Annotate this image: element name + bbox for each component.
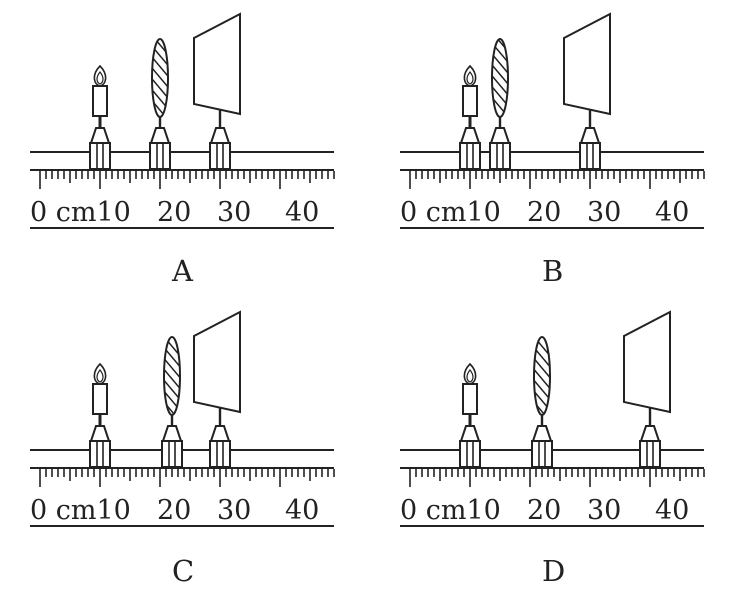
axis-tick-label-20: 20 [157,197,191,228]
lens-body [151,38,169,118]
axis-tick-label-0: 0 cm10 [30,197,131,228]
candle-holder [459,127,481,170]
ruler-ticks [409,469,705,487]
axis-tick-label-0: 0 cm10 [400,197,501,228]
flame-icon [463,362,477,385]
candle-body [462,383,478,415]
lens-holder [489,127,511,170]
light-screen [623,310,671,468]
panel-b: 0 cm10 20 30 40 B [400,12,705,288]
candle-holder [89,425,111,468]
axis-tick-label-20: 20 [527,197,561,228]
screen-plate [193,12,241,116]
flame-icon [93,64,107,87]
axis-tick-label-30: 30 [587,495,621,526]
lens-holder [161,425,183,468]
screen-holder [209,425,231,468]
axis-tick-label-20: 20 [157,495,191,526]
lens-holder [531,425,553,468]
panel-a: 0 cm10 20 30 40 A [30,12,335,288]
convex-lens [489,38,511,170]
axis-tick-label-0: 0 cm10 [400,495,501,526]
screen-holder [579,127,601,170]
axis-tick-label-30: 30 [587,197,621,228]
candle-holder [89,127,111,170]
ruler-ticks [39,171,335,189]
candle [89,362,111,468]
panel-label: A [171,254,194,288]
light-screen [193,310,241,468]
panel-label: B [542,254,563,288]
flame-icon [463,64,477,87]
axis-tick-label-30: 30 [217,495,251,526]
screen-plate [623,310,671,414]
convex-lens [149,38,171,170]
panel-label: C [172,554,194,588]
ruler-ticks [409,171,705,189]
axis-tick-label-40: 40 [285,495,319,526]
screen-holder [639,425,661,468]
axis-tick-label-20: 20 [527,495,561,526]
screen-plate [563,12,611,116]
convex-lens [161,336,183,468]
axis-tick-label-30: 30 [217,197,251,228]
light-screen [563,12,611,170]
panel-label: D [542,554,565,588]
screen-plate [193,310,241,414]
light-screen [193,12,241,170]
convex-lens [531,336,553,468]
candle-body [92,383,108,415]
candle-body [462,85,478,117]
axis-tick-label-40: 40 [655,495,689,526]
candle [459,64,481,170]
screen-holder [209,127,231,170]
candle [459,362,481,468]
lens-body [533,336,551,416]
lens-holder [149,127,171,170]
axis-tick-label-40: 40 [285,197,319,228]
ruler-ticks [39,469,335,487]
axis-tick-label-40: 40 [655,197,689,228]
lens-body [491,38,509,118]
candle-holder [459,425,481,468]
panel-d: 0 cm10 20 30 40 D [400,310,705,588]
flame-icon [93,362,107,385]
lens-body [163,336,181,416]
axis-tick-label-0: 0 cm10 [30,495,131,526]
panel-c: 0 cm10 20 30 40 C [30,310,335,588]
candle [89,64,111,170]
candle-body [92,85,108,117]
